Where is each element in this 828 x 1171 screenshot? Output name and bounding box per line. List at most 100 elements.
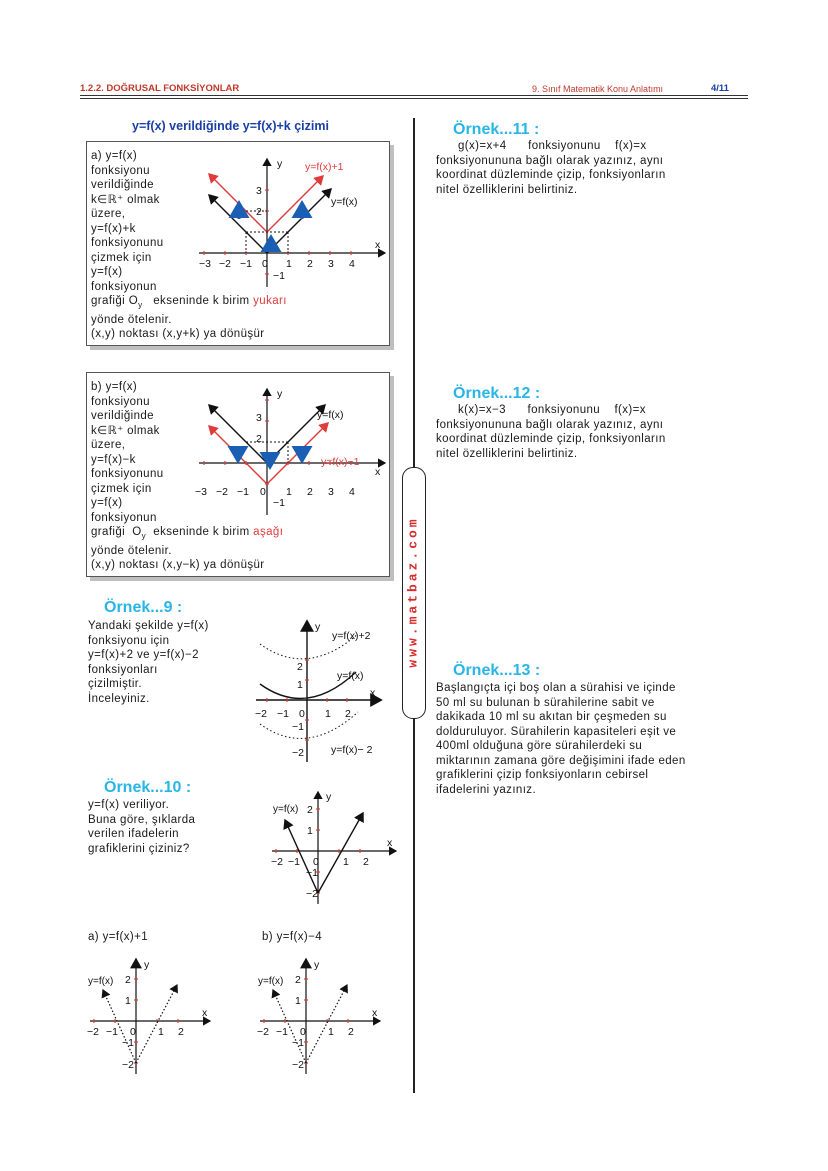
example-10-title: Örnek...10 : <box>104 779 192 796</box>
graph-left <box>283 818 319 894</box>
y-tick-label: 2 <box>295 974 301 986</box>
y-tick-label: −2 <box>292 1059 304 1071</box>
minus-label: y=f(x)− 2 <box>331 744 373 756</box>
box-a <box>86 141 390 346</box>
site-label-frame <box>402 467 426 719</box>
y-axis-label: y <box>277 158 283 170</box>
site-label: www.matbaz.com <box>405 516 421 668</box>
base-graph-label: y=f(x) <box>317 409 344 421</box>
y-tick-label: 1 <box>125 995 131 1007</box>
example-11-title: Örnek...11 : <box>453 121 540 138</box>
course-title: 9. Sınıf Matematik Konu Anlatımı <box>532 84 664 94</box>
header-rule-top <box>80 95 748 96</box>
graph-label: y=f(x) <box>273 804 298 815</box>
plus-label: y=f(x)+2 <box>332 630 371 642</box>
minus-curve <box>259 711 359 739</box>
y-tick-label: 3 <box>256 412 262 424</box>
box-b <box>86 372 390 577</box>
x-tick-label: 2 <box>348 1026 354 1038</box>
y-tick-label: −1 <box>292 721 304 733</box>
y-tick-label: 2 <box>125 974 131 986</box>
example-13-title: Örnek...13 : <box>453 662 541 679</box>
x-tick-label: −2 <box>219 258 231 270</box>
y-tick-label: −2 <box>122 1059 134 1071</box>
x-tick-label: 4 <box>349 486 355 498</box>
y-tick-label: −2 <box>292 747 304 759</box>
base-graph-label: y=f(x) <box>331 196 358 208</box>
x-tick-label: 2 <box>345 708 351 720</box>
x-tick-label: −2 <box>87 1026 99 1038</box>
x-tick-label: −1 <box>237 486 249 498</box>
example-9-title: Örnek...9 : <box>104 599 183 616</box>
x-tick-label: 2 <box>307 486 313 498</box>
y-tick-label: 3 <box>256 185 262 197</box>
shifted-graph-label: y=f(x)+1 <box>305 161 344 173</box>
base-graph-right <box>266 188 332 254</box>
x-tick-label: 0 <box>130 1026 136 1038</box>
x-tick-label: −1 <box>288 856 300 868</box>
graph-right <box>305 983 348 1064</box>
x-tick-label: −1 <box>240 258 252 270</box>
x-tick-label: 1 <box>158 1026 164 1038</box>
y-tick-label: −2 <box>306 888 318 900</box>
y-axis-label: y <box>277 388 283 400</box>
x-axis-label: x <box>202 1007 208 1019</box>
x-tick-label: 1 <box>328 1026 334 1038</box>
x-tick-label: −2 <box>257 1026 269 1038</box>
x-tick-label: 3 <box>328 258 334 270</box>
part-b-label: b) y=f(x)−4 <box>262 931 323 943</box>
y-tick-label: 1 <box>297 679 303 691</box>
x-tick-label: 1 <box>286 486 292 498</box>
x-tick-label: 1 <box>286 258 292 270</box>
y-axis-label: y <box>326 791 332 803</box>
section-title: y=f(x) verildiğinde y=f(x)+k çizimi <box>132 119 329 133</box>
graph-left <box>101 988 137 1064</box>
y-tick-label: 2 <box>297 661 303 673</box>
x-tick-label: 1 <box>325 708 331 720</box>
part-a-graph: −2 −1 0 1 2 2 1 −1 −2 x y y=f(x) <box>87 957 212 1074</box>
y-tick-label: 1 <box>307 825 313 837</box>
graph-label: y=f(x) <box>258 976 283 987</box>
x-axis-label: x <box>370 687 376 699</box>
example-13-text: Başlangıçta içi boş olan a sürahisi ve i… <box>436 682 686 796</box>
graph-right <box>317 811 364 894</box>
x-tick-label: −2 <box>271 856 283 868</box>
graph-label: y=f(x) <box>88 976 113 987</box>
x-tick-label: −3 <box>195 486 207 498</box>
x-axis-label: x <box>375 466 381 478</box>
direction-up: yukarı <box>253 295 287 307</box>
example-11-text: g(x)=x+4 fonksiyonunu f(x)=x fonksiyonun… <box>436 140 666 196</box>
x-tick-label: −1 <box>106 1026 118 1038</box>
x-tick-label: 1 <box>343 856 349 868</box>
y-tick-label: 1 <box>295 995 301 1007</box>
x-tick-label: 3 <box>328 486 334 498</box>
y-tick-label: −1 <box>273 270 285 282</box>
y-tick-label: 2 <box>256 433 262 445</box>
x-tick-label: 2 <box>363 856 369 868</box>
header-rule-bottom <box>80 98 748 99</box>
page-number: 4/11 <box>711 83 729 94</box>
y-axis-label: y <box>314 959 320 971</box>
x-tick-label: −2 <box>216 486 228 498</box>
base-graph-left <box>208 194 268 254</box>
x-tick-label: −3 <box>199 258 211 270</box>
example-10-graph: −2 −1 0 1 2 2 1 −1 −2 x y y=f(x) <box>271 790 398 904</box>
x-axis-label: x <box>372 1007 378 1019</box>
direction-down: aşağı <box>253 526 284 538</box>
example-12-text: k(x)=x−3 fonksiyonunu f(x)=x fonksiyonun… <box>436 404 666 460</box>
x-tick-label: 0 <box>262 258 268 270</box>
x-tick-label: −2 <box>255 708 267 720</box>
section-header: 1.2.2. DOĞRUSAL FONKSİYONLAR <box>80 83 240 94</box>
graph-left <box>271 988 307 1064</box>
x-axis-label: x <box>387 837 393 849</box>
x-tick-label: 0 <box>260 486 266 498</box>
box-a-graph: −3 −2 −1 0 1 2 3 4 3 2 −1 x y y=f(x) y=f… <box>199 157 387 287</box>
x-tick-label: 2 <box>178 1026 184 1038</box>
x-tick-label: 0 <box>299 708 305 720</box>
x-axis-label: x <box>375 239 381 251</box>
y-tick-label: 2 <box>256 206 262 218</box>
